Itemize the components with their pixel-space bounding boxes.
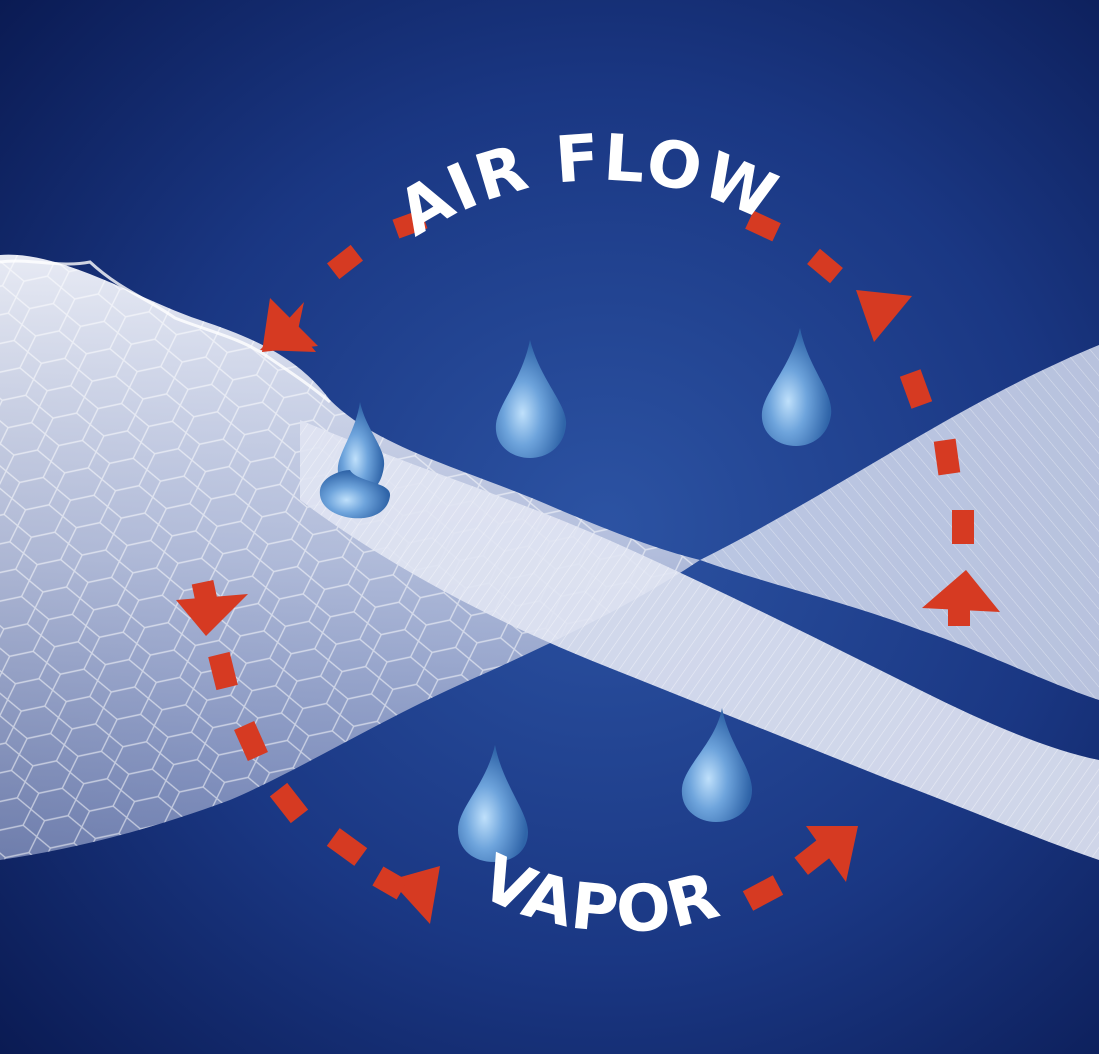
mesh-hex-texture-left (0, 254, 700, 861)
arrow-dash (794, 839, 832, 875)
arrow-dash (745, 210, 781, 242)
arrow-head (856, 290, 912, 342)
water-droplet (761, 328, 832, 446)
arrow-dash (948, 598, 970, 626)
water-droplet (681, 708, 752, 822)
arrow-dash (807, 248, 843, 284)
water-droplet (495, 340, 567, 458)
arrow-dash (933, 438, 961, 476)
arrow-head (806, 826, 858, 882)
airflow-arrows (176, 209, 1000, 924)
arrow-dash (326, 828, 368, 866)
arrow-head (176, 594, 248, 636)
arrow-dash (952, 510, 974, 544)
arrow-dash (327, 244, 363, 280)
arrow-dash (392, 209, 428, 239)
water-droplet (458, 745, 528, 862)
mesh-frayed-edge (0, 259, 331, 404)
droplets (319, 328, 832, 862)
arrow-dash (372, 866, 408, 900)
arrow-head (262, 298, 318, 352)
water-droplet (319, 470, 391, 519)
arrow-dash (191, 579, 219, 609)
arrow-dash (899, 369, 933, 409)
arrow-head (922, 570, 1000, 612)
arrow-dash (208, 651, 238, 691)
mesh-band-fibers (300, 420, 1099, 860)
arrow-dash (234, 720, 268, 762)
mesh-fabric (0, 254, 1099, 861)
arrow-dash (742, 875, 784, 911)
arrow-dash (269, 782, 309, 824)
